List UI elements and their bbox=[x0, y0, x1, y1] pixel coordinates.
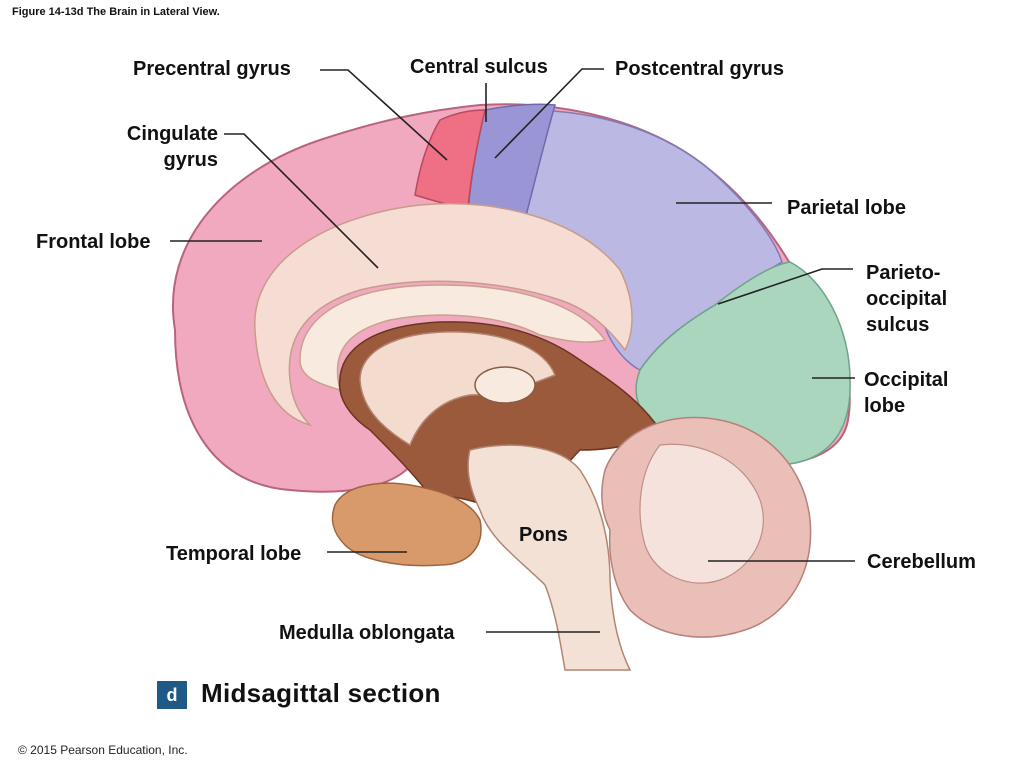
label-cingulate-line2: gyrus bbox=[163, 149, 218, 171]
label-postcentral-gyrus: Postcentral gyrus bbox=[615, 58, 784, 80]
brainstem-region bbox=[467, 444, 632, 671]
temporal-lobe-region bbox=[331, 482, 482, 567]
label-temporal-lobe: Temporal lobe bbox=[166, 543, 302, 565]
label-cerebellum: Cerebellum bbox=[867, 551, 976, 573]
copyright-notice: © 2015 Pearson Education, Inc. bbox=[18, 743, 188, 757]
label-precentral-gyrus: Precentral gyrus bbox=[133, 58, 291, 80]
label-frontal-lobe: Frontal lobe bbox=[36, 231, 151, 253]
panel-title: Midsagittal section bbox=[201, 678, 441, 708]
label-parietal-lobe: Parietal lobe bbox=[787, 197, 906, 219]
leader-lines bbox=[170, 68, 855, 633]
corpus-callosum-region bbox=[299, 284, 607, 392]
cingulate-gyrus-region bbox=[254, 202, 633, 427]
label-cingulate-gyrus: Cingulate gyrus bbox=[113, 121, 218, 173]
label-pons: Pons bbox=[519, 524, 568, 546]
label-occipital-line1: Occipital bbox=[864, 369, 949, 391]
panel-letter-badge: d bbox=[157, 681, 187, 709]
label-parieto-occipital-sulcus: Parieto- occipital sulcus bbox=[866, 260, 947, 338]
label-occipital-lobe: Occipital lobe bbox=[864, 367, 948, 419]
label-occipital-line2: lobe bbox=[864, 395, 906, 417]
figure-title: Figure 14-13d The Brain in Lateral View. bbox=[12, 6, 220, 18]
label-parieto-line1: Parieto- bbox=[866, 262, 941, 284]
label-parieto-line2: occipital bbox=[866, 288, 948, 310]
label-cingulate-line1: Cingulate bbox=[126, 123, 218, 145]
label-medulla-oblongata: Medulla oblongata bbox=[279, 622, 455, 644]
label-parieto-line3: sulcus bbox=[866, 314, 930, 336]
label-central-sulcus: Central sulcus bbox=[410, 56, 548, 78]
